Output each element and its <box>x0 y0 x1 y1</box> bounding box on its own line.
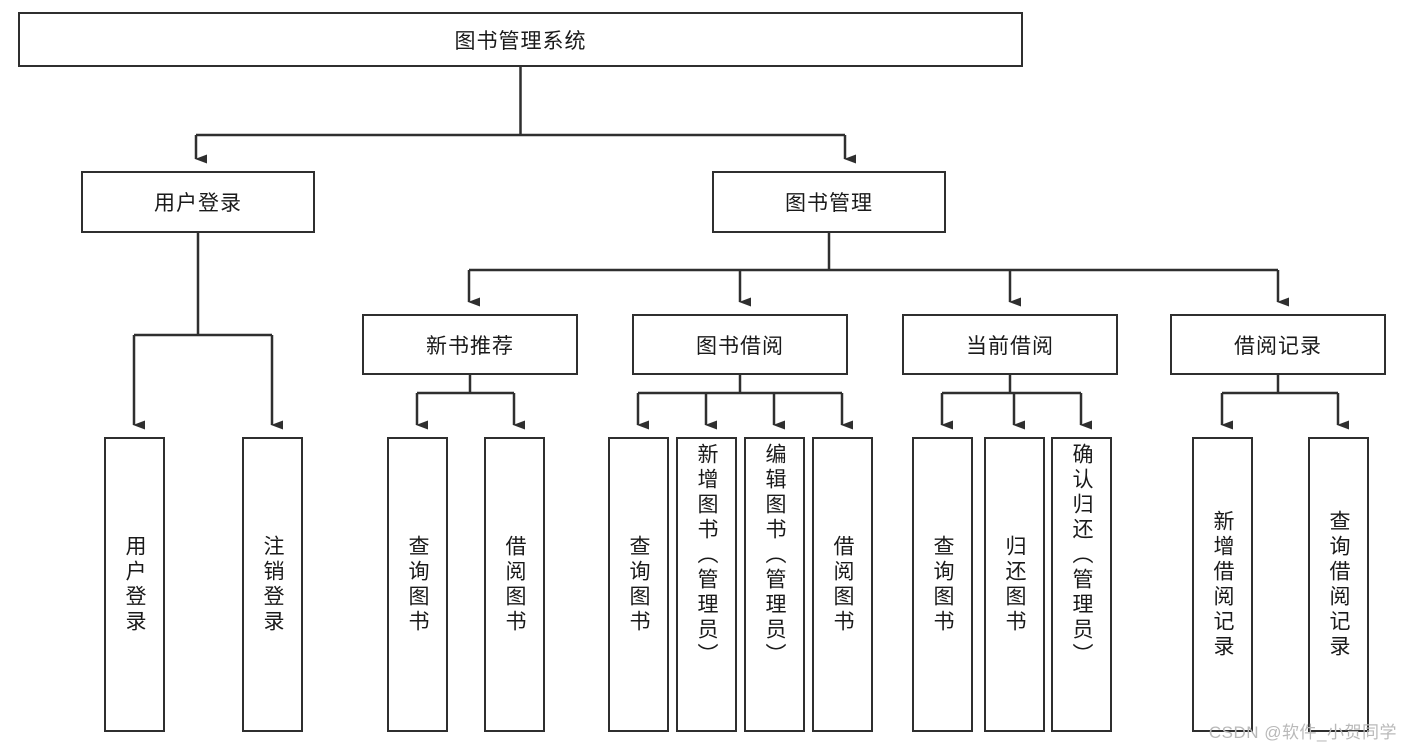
node-leaf-return-book[interactable]: 归还图书 <box>984 437 1045 732</box>
node-leaf-query-book-1[interactable]: 查询图书 <box>387 437 448 732</box>
node-label: 借阅记录 <box>1234 334 1322 358</box>
node-leaf-confirm-return[interactable]: 确认归还（管理员） <box>1051 437 1112 732</box>
node-label: 查询借阅记录 <box>1327 509 1350 660</box>
node-label: 注销登录 <box>261 534 284 635</box>
node-leaf-query-record[interactable]: 查询借阅记录 <box>1308 437 1369 732</box>
node-label: 查询图书 <box>931 534 954 635</box>
node-label: 图书管理 <box>785 192 873 215</box>
node-label: 新增图书（管理员） <box>695 443 718 668</box>
node-leaf-query-book-3[interactable]: 查询图书 <box>912 437 973 732</box>
node-label: 新书推荐 <box>426 334 514 358</box>
node-borrow-record[interactable]: 借阅记录 <box>1170 314 1386 375</box>
node-leaf-add-book[interactable]: 新增图书（管理员） <box>676 437 737 732</box>
node-label: 图书管理系统 <box>454 29 587 53</box>
node-user-login[interactable]: 用户登录 <box>81 171 315 233</box>
node-leaf-edit-book[interactable]: 编辑图书（管理员） <box>744 437 805 732</box>
node-label: 当前借阅 <box>966 334 1054 358</box>
node-label: 借阅图书 <box>503 534 526 635</box>
node-label: 图书借阅 <box>696 334 784 358</box>
node-leaf-user-login[interactable]: 用户登录 <box>104 437 165 732</box>
node-leaf-borrow-book-1[interactable]: 借阅图书 <box>484 437 545 732</box>
node-new-book-recommend[interactable]: 新书推荐 <box>362 314 578 375</box>
node-current-borrow[interactable]: 当前借阅 <box>902 314 1118 375</box>
node-label: 借阅图书 <box>831 534 854 635</box>
node-label: 编辑图书（管理员） <box>763 443 786 668</box>
node-book-manage[interactable]: 图书管理 <box>712 171 946 233</box>
node-label: 新增借阅记录 <box>1211 509 1234 660</box>
node-label: 查询图书 <box>406 534 429 635</box>
node-root[interactable]: 图书管理系统 <box>18 12 1023 67</box>
node-label: 确认归还（管理员） <box>1070 443 1093 668</box>
node-leaf-query-book-2[interactable]: 查询图书 <box>608 437 669 732</box>
node-label: 归还图书 <box>1003 534 1026 635</box>
node-label: 用户登录 <box>154 192 242 215</box>
node-leaf-add-record[interactable]: 新增借阅记录 <box>1192 437 1253 732</box>
csdn-watermark: CSDN @软件_小贺同学 <box>1208 723 1397 742</box>
node-label: 用户登录 <box>123 534 146 635</box>
node-book-borrow[interactable]: 图书借阅 <box>632 314 848 375</box>
node-leaf-user-logout[interactable]: 注销登录 <box>242 437 303 732</box>
node-leaf-borrow-book-2[interactable]: 借阅图书 <box>812 437 873 732</box>
node-label: 查询图书 <box>627 534 650 635</box>
